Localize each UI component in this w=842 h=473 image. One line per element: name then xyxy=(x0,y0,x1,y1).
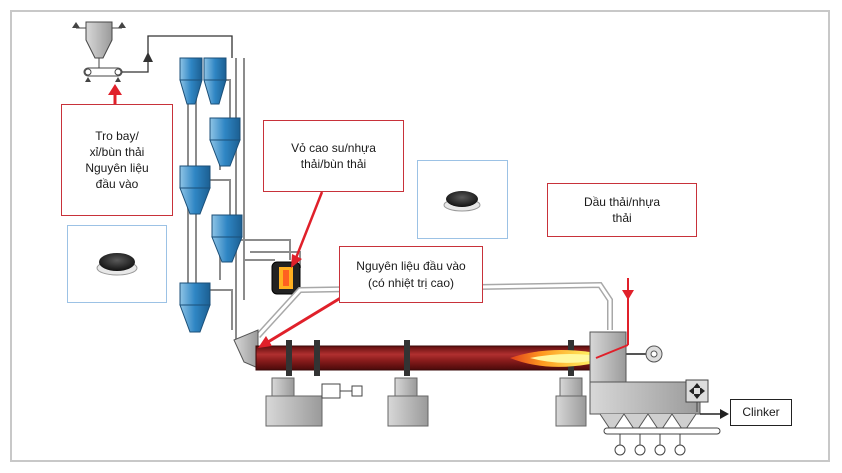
kiln-piers xyxy=(265,377,587,427)
kiln-hood xyxy=(589,331,627,383)
label-waste-oil: Dầu thải/nhựa thải xyxy=(547,183,697,237)
pellet-image-frame xyxy=(417,160,508,239)
label-high-calorific-text: Nguyên liệu đầu vào (có nhiệt trị cao) xyxy=(356,259,466,290)
clinker-cooler xyxy=(589,379,709,433)
pellet-sample-image xyxy=(96,253,138,276)
label-rubber-plastic-text: Vỏ cao su/nhựa thải/bùn thải xyxy=(291,140,376,171)
cyclone-stage-3 xyxy=(179,165,211,215)
kiln-inlet xyxy=(233,329,259,369)
kiln-drive xyxy=(321,383,363,399)
label-rubber-plastic: Vỏ cao su/nhựa thải/bùn thải xyxy=(263,120,404,192)
feed-arrow-icon xyxy=(143,52,153,62)
feed-hopper xyxy=(72,21,126,82)
pellet-image-frame xyxy=(67,225,167,303)
label-input-materials-text: Tro bay/ xỉ/bùn thải Nguyên liệu đầu vào xyxy=(85,128,149,192)
cyclone-stage-5 xyxy=(179,282,211,333)
feed-pipe xyxy=(122,35,233,73)
burner-fan xyxy=(626,345,663,363)
arrow-left-icon xyxy=(258,336,272,348)
calciner xyxy=(271,261,301,295)
clinker-arrow-icon xyxy=(720,409,729,419)
label-high-calorific: Nguyên liệu đầu vào (có nhiệt trị cao) xyxy=(339,246,483,303)
pellet-sample-image xyxy=(443,191,481,212)
label-input-materials: Tro bay/ xỉ/bùn thải Nguyên liệu đầu vào xyxy=(61,104,173,216)
red-arrows xyxy=(108,84,634,359)
label-waste-oil-text: Dầu thải/nhựa thải xyxy=(583,194,661,225)
label-clinker: Clinker xyxy=(730,399,792,426)
clinker-conveyor xyxy=(603,427,721,456)
cyclone-stage-1 xyxy=(179,57,227,105)
label-clinker-text: Clinker xyxy=(742,405,780,420)
cyclone-stage-4 xyxy=(211,214,243,263)
arrow-up-icon xyxy=(108,84,122,95)
arrow-down-icon xyxy=(622,290,634,300)
arrow-down-icon xyxy=(291,254,302,268)
cyclone-stage-2 xyxy=(209,117,241,167)
